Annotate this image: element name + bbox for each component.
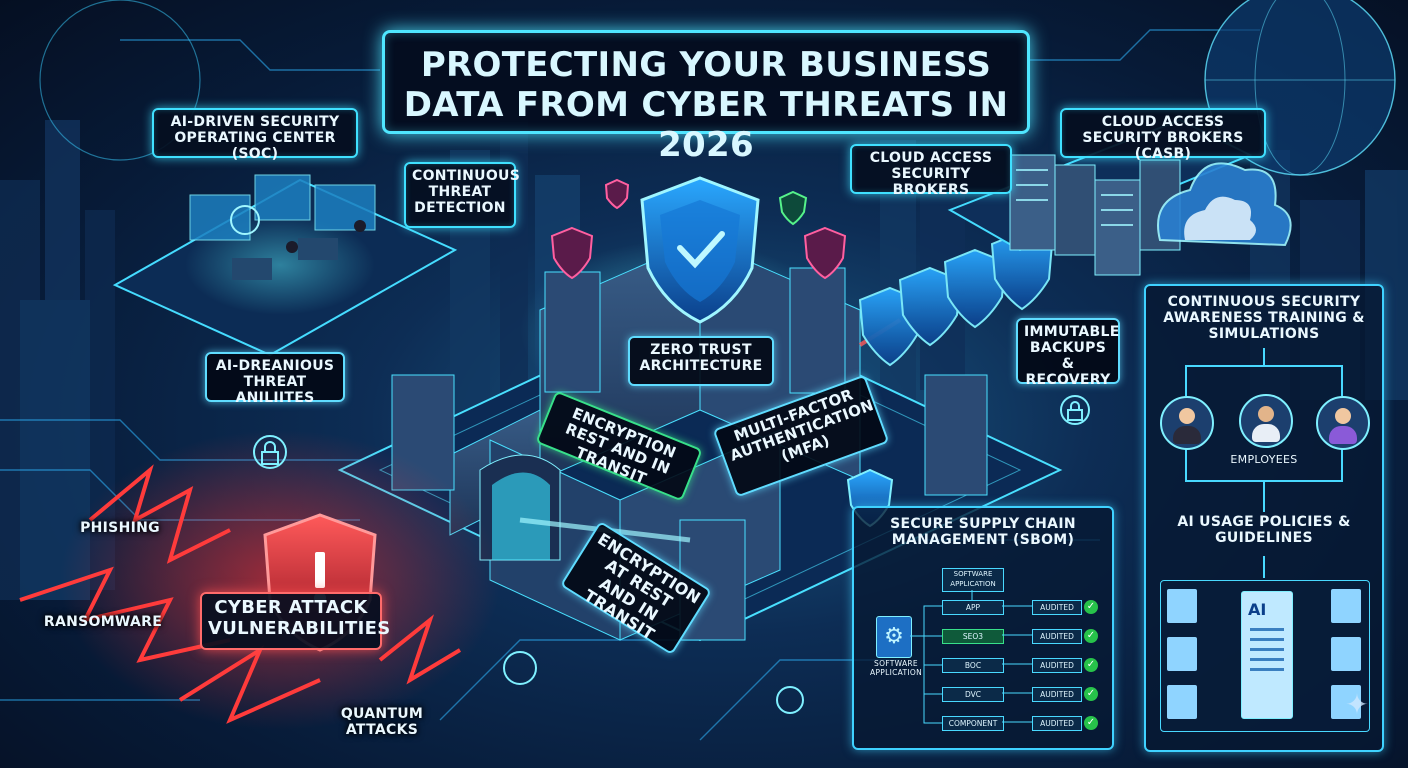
- headset-person-icon: [1239, 394, 1293, 448]
- ai-policy-documents: AI: [1160, 580, 1370, 732]
- sbom-node: SEO3: [942, 629, 1004, 644]
- headset-person-icon: [1160, 396, 1214, 450]
- cloud-icon: [1157, 162, 1292, 247]
- training-title: CONTINUOUS SECURITY AWARENESS TRAINING &…: [1163, 294, 1365, 343]
- sbom-root-node: SOFTWARE APPLICATION: [942, 568, 1004, 592]
- sbom-node: APP: [942, 600, 1004, 615]
- cloud-access-security-brokers-label: CLOUD ACCESS SECURITY BROKERS: [850, 144, 1012, 198]
- continuous-threat-detection-label: CONTINUOUS THREAT DETECTION: [404, 162, 520, 228]
- supply-chain-title: SECURE SUPPLY CHAIN MANAGEMENT (SBOM): [890, 516, 1076, 549]
- check-icon: ✓: [1084, 687, 1098, 701]
- sbom-node: DVC: [942, 687, 1004, 702]
- sbom-node: BOC: [942, 658, 1004, 673]
- audited-status: AUDITED: [1032, 687, 1082, 702]
- document-icon: [1331, 637, 1361, 671]
- shield-check-icon: [858, 230, 1054, 367]
- audited-status: AUDITED: [1032, 629, 1082, 644]
- ransomware-label: RANSOMWARE: [43, 614, 163, 630]
- document-icon: [1167, 589, 1197, 623]
- check-icon: ✓: [1084, 600, 1098, 614]
- audited-status: AUDITED: [1032, 600, 1082, 615]
- audited-status: AUDITED: [1032, 658, 1082, 673]
- lock-icon: [253, 395, 1090, 714]
- ai-threat-analytics-label: AI-DREANIOUS THREAT ANILIITES: [205, 352, 345, 406]
- sbom-connectors: [910, 590, 1032, 724]
- check-icon: ✓: [1084, 629, 1098, 643]
- supply-chain-panel: SECURE SUPPLY CHAIN MANAGEMENT (SBOM) SO…: [852, 506, 1114, 750]
- sbom-source-label: SOFTWARE APPLICATION: [870, 659, 922, 677]
- document-icon: [1167, 637, 1197, 671]
- headset-person-icon: [1316, 396, 1370, 450]
- check-icon: ✓: [1084, 658, 1098, 672]
- sparkle-icon: ✦: [1345, 688, 1369, 721]
- soc-label: AI-DRIVEN SECURITY OPERATING CENTER (SOC…: [152, 108, 358, 162]
- training-panel: CONTINUOUS SECURITY AWARENESS TRAINING &…: [1144, 284, 1384, 752]
- zero-trust-architecture-label: ZERO TRUST ARCHITECTURE: [628, 336, 774, 386]
- employees-label: EMPLOYEES: [1230, 453, 1298, 466]
- document-icon: [1167, 685, 1197, 719]
- training-connectors: [1185, 348, 1343, 578]
- gear-icon: ⚙: [876, 616, 912, 658]
- sbom-node: COMPONENT: [942, 716, 1004, 731]
- phishing-label: PHISHING: [80, 520, 160, 536]
- ai-usage-policies-title: AI USAGE POLICIES & GUIDELINES: [1177, 514, 1351, 547]
- casb-label: CLOUD ACCESS SECURITY BROKERS (CASB): [1060, 108, 1266, 162]
- immutable-backups-label: IMMUTABLE BACKUPS & RECOVERY: [1016, 318, 1120, 388]
- soc-platform: [112, 174, 458, 357]
- document-icon: AI: [1241, 591, 1293, 719]
- cyber-attack-vulnerabilities-label: CYBER ATTACK VULNERABILITIES: [200, 592, 390, 650]
- audited-status: AUDITED: [1032, 716, 1082, 731]
- document-icon: [1331, 685, 1361, 719]
- ai-document-label: AI: [1248, 600, 1267, 619]
- page-title: PROTECTING YOUR BUSINESS DATA FROM CYBER…: [382, 30, 1030, 165]
- shield-check-icon: [640, 176, 760, 324]
- check-icon: ✓: [1084, 716, 1098, 730]
- fortress: [337, 215, 1112, 642]
- document-icon: [1331, 589, 1361, 623]
- quantum-attacks-label: QUANTUM ATTACKS: [340, 706, 424, 739]
- shield-check-icon: [550, 178, 847, 280]
